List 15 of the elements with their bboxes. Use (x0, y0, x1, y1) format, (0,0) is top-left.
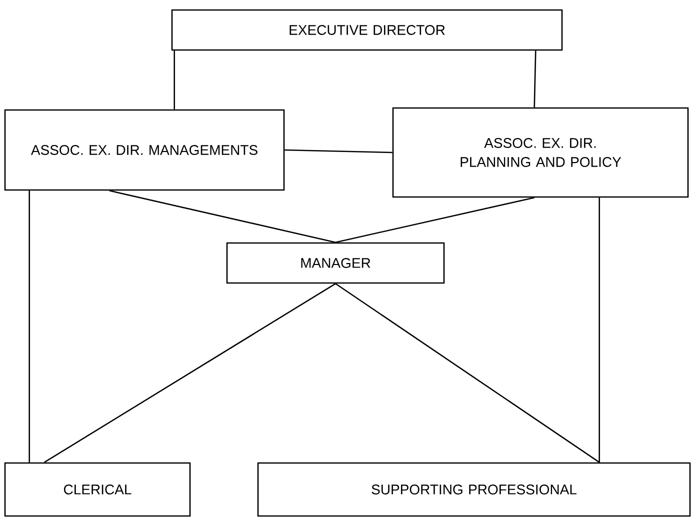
connector-line (534, 50, 536, 108)
connector-line (28, 190, 30, 462)
connector-line (109, 190, 336, 243)
org-box: ASSOC. EX. DIR. MANAGEMENTS (4, 109, 285, 191)
connector-line (598, 198, 600, 462)
org-box: MANAGER (226, 242, 445, 284)
connector-line (174, 50, 175, 110)
connector-line (284, 149, 392, 154)
connector-line (335, 283, 600, 463)
org-box: CLERICAL (4, 462, 191, 517)
org-box: ASSOC. EX. DIR. PLANNING AND POLICY (392, 107, 689, 198)
connector-line (335, 197, 534, 243)
connector-line (44, 283, 336, 463)
org-box: EXECUTIVE DIRECTOR (171, 9, 563, 51)
org-box: SUPPORTING PROFESSIONAL (257, 462, 691, 517)
